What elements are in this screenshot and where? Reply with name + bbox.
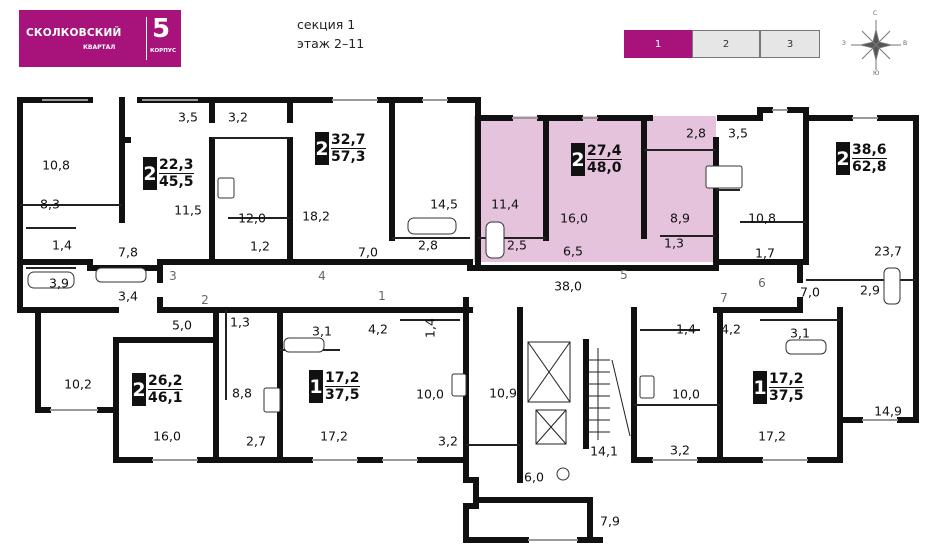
room-area: 8,9	[670, 210, 690, 226]
logo-divider	[146, 17, 147, 60]
room-area: 14,9	[874, 403, 902, 419]
room-area: 8,8	[232, 385, 252, 401]
room-area: 4,2	[368, 321, 388, 337]
fixtures	[27, 165, 901, 481]
compass-rose	[851, 20, 901, 70]
section-tab-1[interactable]: 1	[624, 30, 692, 58]
room-area: 3,2	[670, 442, 690, 458]
room-area: 16,0	[560, 210, 588, 226]
room-area: 17,2	[758, 428, 786, 444]
room-area: 7,8	[118, 244, 138, 260]
room-area: 2,8	[686, 125, 706, 141]
room-area: 17,2	[320, 428, 348, 444]
room-area: 11,4	[491, 196, 519, 212]
room-area: 10,8	[748, 210, 776, 226]
floor-label: этаж 2–11	[297, 36, 365, 51]
room-area: 23,7	[874, 243, 902, 259]
room-area: 18,2	[302, 208, 330, 224]
room-area: 3,1	[790, 325, 810, 341]
room-area: 10,9	[489, 385, 517, 401]
section-tab-2[interactable]: 2	[692, 30, 760, 58]
room-area: 1,4	[422, 318, 438, 338]
room-area: 2,7	[246, 433, 266, 449]
brand-logo: СКОЛКОВСКИЙ КВАРТАЛ 5 КОРПУС	[19, 10, 181, 67]
compass-south: Ю	[873, 70, 880, 77]
entry-number: 5	[620, 268, 628, 282]
room-area: 2,9	[860, 282, 880, 298]
room-area: 2,5	[507, 237, 527, 253]
room-area: 3,2	[228, 109, 248, 125]
room-area: 14,1	[590, 443, 618, 459]
room-area: 3,1	[312, 323, 332, 339]
elevator-shaft-1	[527, 341, 571, 403]
room-area: 10,0	[416, 386, 444, 402]
room-area: 6,0	[524, 469, 544, 485]
room-area: 11,5	[174, 202, 202, 218]
room-area: 10,0	[672, 386, 700, 402]
logo-name: СКОЛКОВСКИЙ	[26, 27, 122, 39]
logo-sub: КВАРТАЛ	[83, 44, 116, 51]
room-area: 7,0	[358, 244, 378, 260]
building-number: 5	[152, 14, 171, 44]
room-area: 1,7	[755, 245, 775, 261]
windows	[42, 99, 898, 541]
room-area: 4,2	[721, 321, 741, 337]
room-area: 1,3	[664, 235, 684, 251]
room-area: 5,0	[172, 317, 192, 333]
room-area: 7,9	[600, 513, 620, 529]
room-area: 3,5	[728, 125, 748, 141]
section-label: секция 1	[297, 17, 356, 32]
room-area: 12,0	[238, 210, 266, 226]
stairs	[586, 348, 631, 440]
room-area: 3,2	[438, 433, 458, 449]
room-area: 6,5	[563, 243, 583, 259]
room-area: 1,3	[230, 314, 250, 330]
entry-number: 2	[201, 293, 209, 307]
room-area: 10,8	[42, 157, 70, 173]
room-area: 1,2	[250, 238, 270, 254]
entry-number: 6	[758, 276, 766, 290]
room-area: 2,8	[418, 237, 438, 253]
room-area: 8,3	[40, 196, 60, 212]
entry-number: 3	[169, 269, 177, 283]
room-area: 3,9	[49, 275, 69, 291]
building-number-sub: КОРПУС	[150, 48, 177, 54]
room-area: 3,5	[178, 109, 198, 125]
room-area: 38,0	[554, 278, 582, 294]
room-area: 1,4	[676, 321, 696, 337]
compass-north: С	[873, 10, 878, 17]
room-area: 1,4	[52, 237, 72, 253]
entry-number: 1	[378, 289, 386, 303]
section-tab-3[interactable]: 3	[760, 30, 820, 58]
compass-east: В	[903, 40, 908, 47]
entry-number: 4	[318, 269, 326, 283]
room-area: 7,0	[800, 284, 820, 300]
entry-number: 7	[720, 291, 728, 305]
compass-west: З	[842, 40, 846, 47]
room-area: 16,0	[153, 428, 181, 444]
room-area: 3,4	[118, 288, 138, 304]
elevator-shaft-2	[535, 409, 567, 445]
thin-partitions	[20, 137, 916, 446]
room-area: 14,5	[430, 196, 458, 212]
room-area: 10,2	[64, 376, 92, 392]
